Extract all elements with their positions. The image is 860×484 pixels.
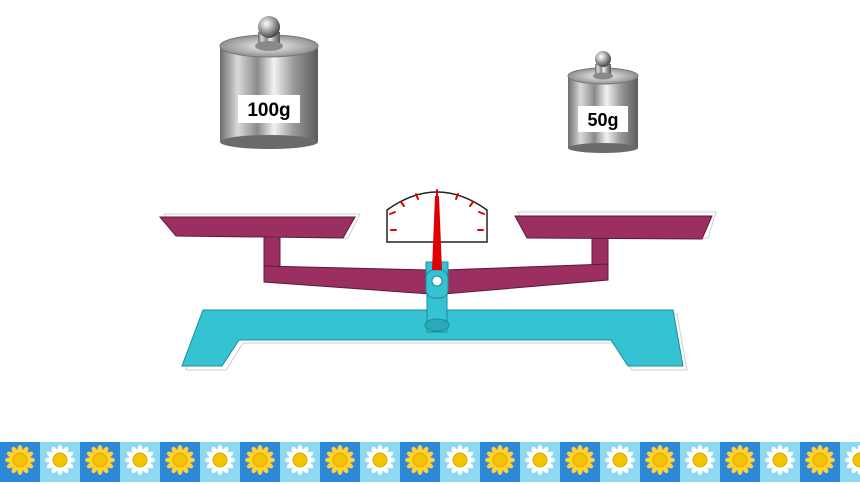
sun-tile bbox=[760, 442, 800, 482]
weight-body bbox=[220, 46, 318, 142]
weight-bottom bbox=[220, 135, 318, 149]
dial-needle bbox=[432, 196, 442, 270]
sun-tile bbox=[840, 442, 860, 482]
sun-tile bbox=[640, 442, 680, 482]
sun-border bbox=[0, 442, 860, 482]
left-pan bbox=[158, 213, 361, 239]
weight-label-50g: 50g bbox=[587, 110, 618, 130]
sun-tile bbox=[600, 442, 640, 482]
sun-tile bbox=[480, 442, 520, 482]
weight-label-box bbox=[238, 95, 300, 123]
weight-label-box bbox=[578, 106, 628, 132]
sun-tile bbox=[120, 442, 160, 482]
sun-tile bbox=[560, 442, 600, 482]
sun-tile bbox=[720, 442, 760, 482]
sun-tile bbox=[800, 442, 840, 482]
sun-tile bbox=[200, 442, 240, 482]
sun-tile bbox=[0, 442, 40, 482]
sun-tile bbox=[40, 442, 80, 482]
weight-neck-base bbox=[593, 72, 613, 80]
sun-tile bbox=[80, 442, 120, 482]
sun-tile bbox=[520, 442, 560, 482]
scale-post-foot bbox=[424, 318, 450, 332]
sun-tile bbox=[240, 442, 280, 482]
scale-dial bbox=[386, 189, 488, 270]
weight-knob bbox=[595, 51, 611, 67]
right-pan bbox=[514, 211, 717, 240]
weight-label-100g: 100g bbox=[247, 100, 290, 121]
sun-tile bbox=[360, 442, 400, 482]
pivot-pin bbox=[431, 275, 443, 287]
scale-beam bbox=[263, 233, 609, 295]
scale-base bbox=[181, 309, 688, 371]
sun-tile bbox=[280, 442, 320, 482]
sun-tile bbox=[320, 442, 360, 482]
dial-ticks bbox=[389, 189, 485, 231]
balance-scale bbox=[158, 189, 717, 371]
sun-tile bbox=[400, 442, 440, 482]
sun-tile bbox=[160, 442, 200, 482]
sun-tile bbox=[440, 442, 480, 482]
sun-tile bbox=[680, 442, 720, 482]
weight-bottom bbox=[568, 143, 638, 153]
weight-knob bbox=[258, 16, 280, 38]
weight-neck-base bbox=[255, 41, 283, 51]
weight-100g[interactable]: 100g bbox=[219, 16, 319, 149]
weight-50g[interactable]: 50g bbox=[567, 51, 639, 153]
